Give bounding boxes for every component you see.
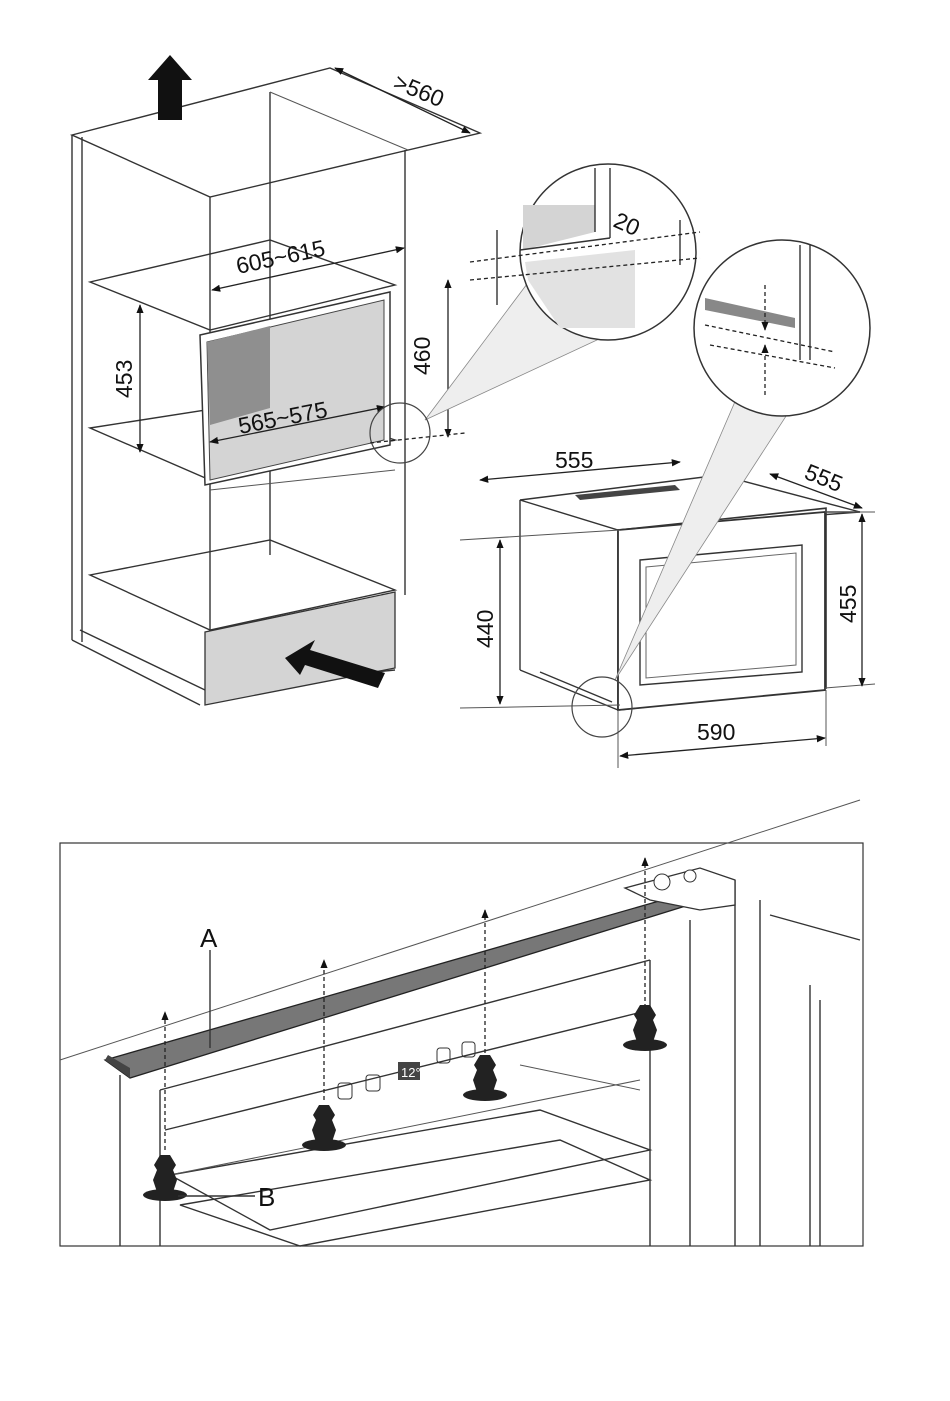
minus-button-icon bbox=[462, 1042, 475, 1057]
cabinet-width-label: 605~615 bbox=[234, 235, 328, 279]
screw-icon bbox=[302, 1105, 346, 1151]
mounting-frame bbox=[60, 843, 863, 1246]
airflow-up-arrow bbox=[148, 55, 192, 120]
appliance-depth-label: 555 bbox=[801, 459, 846, 497]
mounting-bracket-a bbox=[105, 868, 735, 1078]
oven-opening bbox=[200, 292, 395, 490]
gap-detail-callout: 20 bbox=[370, 164, 700, 463]
screw-icon bbox=[463, 1055, 507, 1101]
appliance-door-width-label: 590 bbox=[697, 719, 735, 745]
appliance-interior bbox=[60, 800, 860, 1246]
cabinet-depth-label: >560 bbox=[390, 69, 448, 113]
label-b: B bbox=[258, 1182, 275, 1212]
screw-arrows bbox=[165, 858, 645, 1150]
power-button-icon bbox=[338, 1083, 352, 1099]
control-panel: 12° bbox=[338, 1042, 475, 1099]
installation-diagram: >560 605~615 453 460 565~575 20 bbox=[0, 0, 950, 800]
screw-icon bbox=[143, 1155, 187, 1201]
temperature-display bbox=[398, 1062, 420, 1080]
label-a: A bbox=[200, 923, 218, 953]
display-readout: 12° bbox=[401, 1065, 421, 1080]
plus-button-icon bbox=[437, 1048, 450, 1063]
appliance-back-height-label: 455 bbox=[835, 585, 861, 623]
opening-height-right-label: 460 bbox=[409, 337, 435, 375]
appliance-front-height-label: 440 bbox=[472, 610, 498, 648]
screws-b bbox=[143, 1005, 667, 1201]
screw-icon bbox=[623, 1005, 667, 1051]
appliance-width-label: 555 bbox=[555, 447, 593, 473]
light-button-icon bbox=[366, 1075, 380, 1091]
lower-vent-panel bbox=[205, 592, 395, 705]
opening-height-left-label: 453 bbox=[111, 360, 137, 398]
